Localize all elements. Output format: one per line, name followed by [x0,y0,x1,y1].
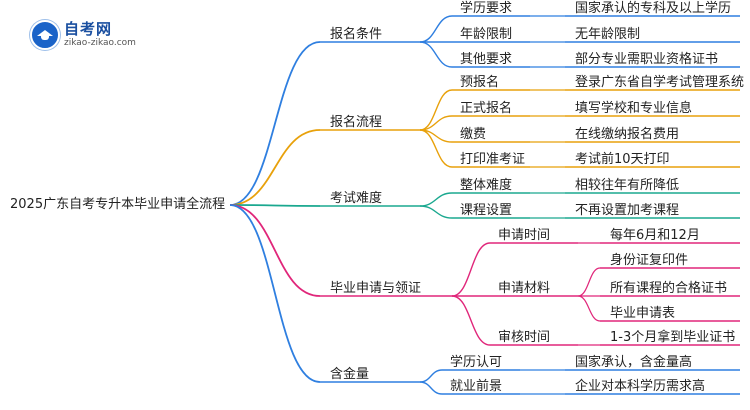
branch-label: 考试难度 [330,191,383,206]
leaf-connector [577,295,601,322]
graduation-cap-icon [30,20,60,50]
child-label: 预报名 [460,75,500,90]
child-label: 学历认可 [450,355,503,370]
child-label: 打印准考证 [460,152,526,167]
child-label: 学历要求 [460,1,513,16]
site-logo: 自考网 zikao-zikao.com [30,16,150,52]
branch-connector-1 [229,129,321,206]
branch-label: 报名条件 [330,27,383,42]
leaf-label: 1-3个月拿到毕业证书 [610,330,736,345]
leaf-label: 不再设置加考课程 [575,203,680,218]
branch-connector-2 [229,204,321,207]
child-label: 就业前景 [450,379,503,394]
leaf-connector [577,267,601,297]
child-label: 其他要求 [460,52,513,67]
child-label: 课程设置 [460,203,513,218]
branch-connector-3 [229,204,321,297]
child-connector [419,192,453,207]
leaf-label: 企业对本科学历需求高 [575,379,706,394]
child-connector [419,381,443,395]
branch-connector-0 [229,41,321,206]
child-connector [419,369,443,383]
leaf-label: 登录广东省自学考试管理系统 [575,75,745,90]
child-connector [419,205,453,219]
mindmap-root: 2025广东自考专升本毕业申请全流程 [10,197,226,212]
child-label: 缴费 [460,127,487,142]
logo-url: zikao-zikao.com [64,38,136,48]
leaf-label: 部分专业需职业资格证书 [575,52,719,67]
leaf-label: 填写学校和专业信息 [575,101,693,116]
branch-connector-4 [229,204,321,383]
leaf-label: 国家承认的专科及以上学历 [575,1,732,16]
child-connector [419,41,453,68]
child-label: 申请材料 [498,281,551,296]
child-connector [419,15,453,43]
child-connector [451,242,491,297]
child-label: 年龄限制 [460,27,513,42]
child-label: 审核时间 [498,330,551,345]
leaf-label: 每年6月和12月 [610,228,700,243]
branch-label: 报名流程 [330,115,383,130]
branch-label: 含金量 [330,367,370,382]
branch-label: 毕业申请与领证 [330,281,422,296]
child-connector [419,129,453,168]
leaf-label: 在线缴纳报名费用 [575,127,680,142]
leaf-label: 考试前10天打印 [575,152,670,167]
child-connector [419,89,453,131]
child-connector [451,295,491,346]
leaf-label: 国家承认，含金量高 [575,355,693,370]
leaf-label: 相较往年有所降低 [575,178,680,193]
child-label: 整体难度 [460,178,513,193]
leaf-label: 无年龄限制 [575,27,641,42]
logo-name: 自考网 [64,20,113,38]
child-label: 正式报名 [460,101,513,116]
leaf-label: 所有课程的合格证书 [610,281,728,296]
leaf-label: 身份证复印件 [610,253,689,268]
leaf-label: 毕业申请表 [610,306,676,321]
child-label: 申请时间 [498,228,551,243]
